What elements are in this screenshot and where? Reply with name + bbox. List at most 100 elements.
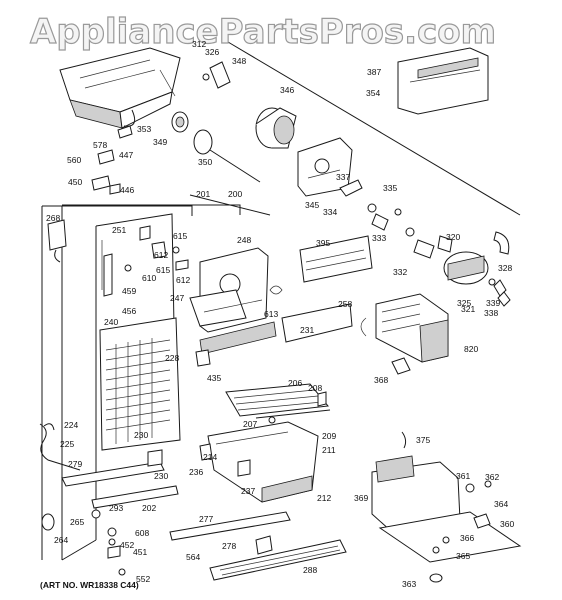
part-number-label: 321 (461, 304, 476, 314)
part-number-label: 345 (305, 200, 320, 210)
dispenser-door-387 (397, 47, 489, 115)
part-number-label: 212 (317, 493, 332, 503)
part-number-label: 268 (46, 213, 61, 223)
part-number-label: 236 (189, 467, 204, 477)
part-450 (91, 175, 111, 191)
part-number-label: 354 (366, 88, 381, 98)
lever-332 (413, 239, 435, 259)
guide-line-200 (189, 194, 271, 216)
part-number-label: 446 (120, 185, 135, 195)
part-number-label: 615 (156, 265, 171, 275)
part-612 (175, 259, 189, 271)
part-number-label: 230 (154, 471, 169, 481)
part-number-label: 450 (68, 177, 83, 187)
shelf-206 (225, 383, 329, 417)
part-number-label: 369 (354, 493, 369, 503)
bracket-368 (391, 357, 411, 375)
watermark: AppliancePartsPros.com (29, 11, 497, 52)
auger-350 (193, 129, 213, 155)
part-446 (109, 183, 121, 195)
part-number-label: 560 (67, 155, 82, 165)
part-number-label: 278 (222, 541, 237, 551)
cap-264 (41, 513, 55, 531)
part-number-label: 320 (446, 232, 461, 242)
foot-363 (429, 573, 443, 583)
bracket-451 (107, 545, 121, 559)
screw-326 (202, 73, 210, 81)
part-number-label: 362 (485, 472, 500, 482)
part-number-label: 368 (374, 375, 389, 385)
wire-353 (123, 109, 136, 127)
screw-293 (91, 509, 101, 519)
part-number-label: 613 (264, 309, 279, 319)
part-number-label: 201 (196, 189, 211, 199)
clip-251 (139, 225, 151, 241)
part-452 (108, 538, 116, 546)
part-number-label: 387 (367, 67, 382, 77)
part-447 (117, 125, 133, 139)
spring-335 (367, 203, 377, 213)
part-number-label: 395 (316, 238, 331, 248)
part-number-label: 224 (64, 420, 79, 430)
part-number-label: 578 (93, 140, 108, 150)
part-364 (473, 513, 491, 529)
part-number-label: 459 (122, 286, 137, 296)
shaft-320 (437, 235, 453, 253)
tube-224 (43, 423, 55, 431)
part-number-label: 214 (203, 452, 218, 462)
part-number-label: 265 (70, 517, 85, 527)
actuator-328 (493, 231, 510, 255)
part-number-label: 612 (176, 275, 191, 285)
part-236 (199, 443, 213, 461)
part-number-label: 608 (135, 528, 150, 538)
rail-279 (61, 461, 165, 487)
part-number-label: 365 (456, 551, 471, 561)
part-number-label: 350 (198, 157, 213, 167)
part-number-label: 247 (170, 293, 185, 303)
part-number-label: 334 (323, 207, 338, 217)
screw-366 (442, 536, 450, 544)
part-number-label: 258 (338, 299, 353, 309)
part-number-label: 209 (322, 431, 337, 441)
screw-207 (268, 416, 276, 424)
part-number-label: 325 (457, 298, 472, 308)
rod-350 (209, 149, 261, 183)
auger-motor-346 (255, 107, 297, 149)
part-number-label: 366 (460, 533, 475, 543)
part-number-label: 251 (112, 225, 127, 235)
part-number-label: 208 (308, 383, 323, 393)
part-number-label: 206 (288, 378, 303, 388)
part-number-label: 335 (383, 183, 398, 193)
cam-337 (394, 208, 402, 216)
part-number-label: 231 (300, 325, 315, 335)
part-610 (151, 241, 167, 259)
part-number-label: 447 (119, 150, 134, 160)
part-number-label: 361 (456, 471, 471, 481)
roller-278 (255, 535, 273, 555)
guide-line-354 (227, 41, 521, 216)
part-number-label: 612 (154, 250, 169, 260)
screw-338 (497, 291, 511, 307)
part-615 (172, 246, 180, 254)
part-number-label: 452 (120, 540, 135, 550)
part-number-label: 820 (464, 344, 479, 354)
part-number-label: 332 (393, 267, 408, 277)
wire-375 (401, 431, 407, 449)
part-number-label: 328 (498, 263, 513, 273)
ice-maker-820 (360, 293, 449, 363)
part-number-label: 615 (173, 231, 188, 241)
part-number-label: 207 (243, 419, 258, 429)
arm-333 (371, 213, 389, 231)
rail-277 (169, 511, 291, 541)
bin-211 (207, 421, 319, 503)
part-number-label: 456 (122, 306, 137, 316)
lever-334 (339, 179, 363, 197)
art-number: (ART NO. WR18338 C44) (40, 580, 139, 590)
part-number-label: 552 (136, 574, 151, 584)
part-608 (107, 527, 117, 537)
rail-202 (91, 485, 179, 509)
part-number-label: 364 (494, 499, 509, 509)
part-number-label: 228 (165, 353, 180, 363)
